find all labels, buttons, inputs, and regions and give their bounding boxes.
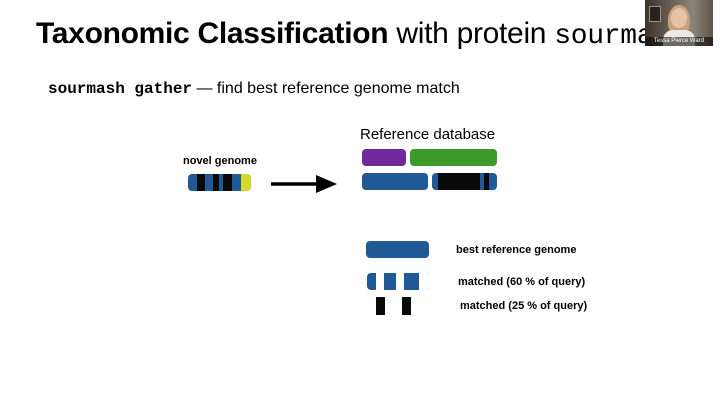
matched-25-block-1 xyxy=(376,297,385,315)
matched-25-label: matched (25 % of query) xyxy=(460,300,588,312)
matched-60-gap-1 xyxy=(376,273,384,290)
title-normal: with protein xyxy=(388,17,555,50)
matched-60-gap-3 xyxy=(419,273,430,290)
mixed-stripe-2 xyxy=(484,173,489,190)
reference-database-label: Reference database xyxy=(360,126,496,143)
speaker-face xyxy=(671,8,687,28)
novel-stripe-3 xyxy=(223,174,232,191)
matched-60-bar xyxy=(367,273,430,290)
title-bold: Taxonomic Classification xyxy=(36,17,389,50)
subtitle-command: sourmash gather xyxy=(48,80,193,98)
matched-25-block-2 xyxy=(402,297,411,315)
best-reference-label: best reference genome xyxy=(456,244,577,256)
ref-genome-mixed xyxy=(432,173,497,190)
ref-genome-purple xyxy=(362,149,406,166)
best-reference-bar xyxy=(366,241,429,258)
novel-yellow-segment xyxy=(241,174,251,191)
ref-genome-blue xyxy=(362,173,428,190)
matched-60-gap-2 xyxy=(396,273,404,290)
subtitle-description: — find best reference genome match xyxy=(192,80,460,97)
novel-genome-bar xyxy=(188,174,251,191)
slide-title: Taxonomic Classification with protein so… xyxy=(36,17,687,52)
novel-stripe-1 xyxy=(197,174,205,191)
slide-subtitle: sourmash gather — find best reference ge… xyxy=(48,80,460,98)
matched-60-label: matched (60 % of query) xyxy=(458,276,586,288)
speaker-name-label: Tessa Pierce Ward xyxy=(645,37,713,46)
novel-genome-label: novel genome xyxy=(183,155,257,167)
mixed-stripe-1 xyxy=(438,173,480,190)
wall-picture-frame xyxy=(649,6,661,22)
arrow-right-icon xyxy=(271,175,337,193)
ref-genome-green xyxy=(410,149,497,166)
speaker-video-thumbnail[interactable]: Tessa Pierce Ward xyxy=(645,0,713,46)
novel-stripe-2 xyxy=(213,174,219,191)
